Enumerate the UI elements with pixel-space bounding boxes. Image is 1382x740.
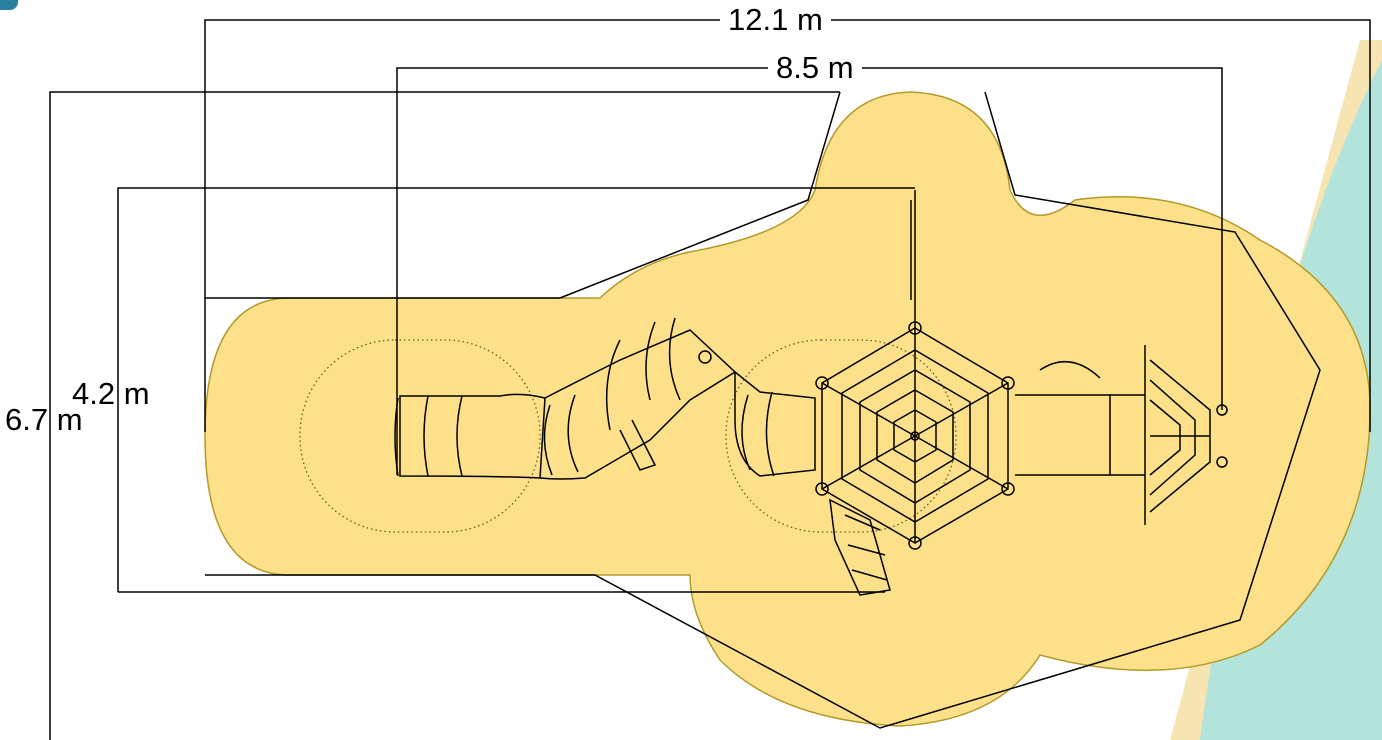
dimension-equipment-width: 4.2 m [72, 376, 150, 411]
dimension-overall-length: 12.1 m [720, 3, 831, 37]
slide-tube [394, 317, 816, 480]
corner-mark [0, 0, 18, 10]
spider-net-tower [815, 190, 1015, 596]
safety-zone [204, 91, 1371, 727]
bridge-and-net [1015, 345, 1228, 525]
dimension-equipment-length: 8.5 m [768, 51, 862, 85]
footprint-outlines [299, 339, 957, 533]
dimension-overall-width: 6.7 m [5, 402, 83, 437]
